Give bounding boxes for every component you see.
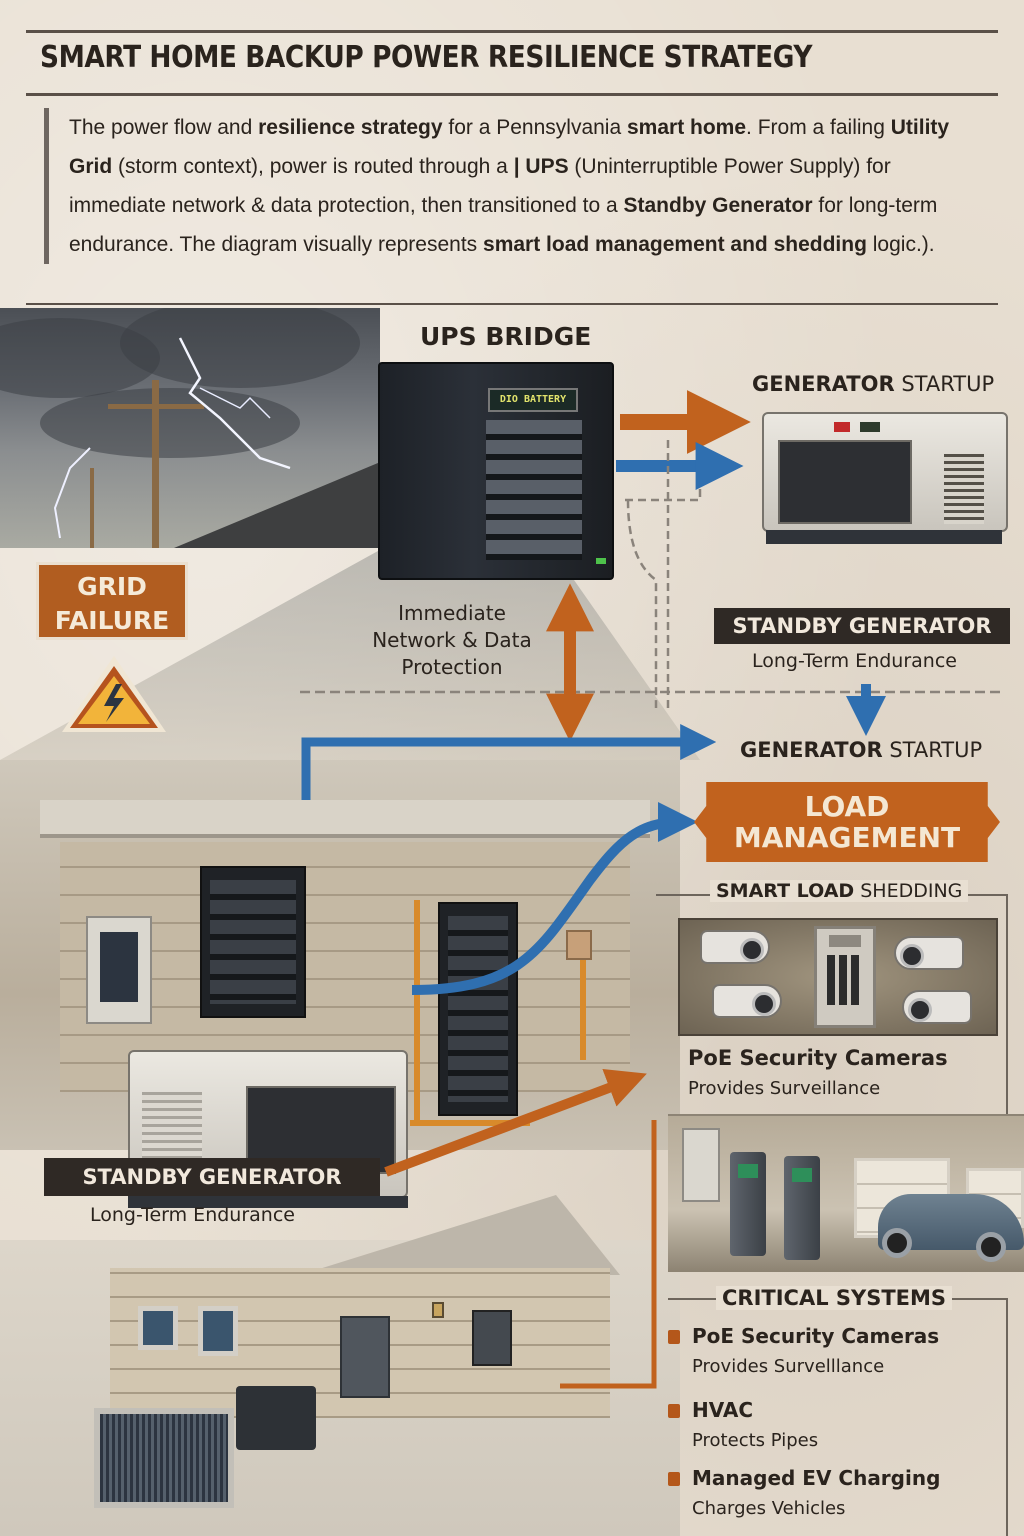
intro-text: (storm context), power is routed through…: [112, 155, 514, 178]
generator-base: [128, 1196, 408, 1208]
critical-systems-title: CRITICAL SYSTEMS: [716, 1286, 953, 1310]
generator-startup-label-top: GENERATOR STARTUP: [752, 372, 994, 396]
intro-emphasis: Standby Generator: [623, 194, 813, 217]
network-rack-right: [438, 902, 518, 1116]
lantern-icon: [432, 1302, 444, 1318]
intro-emphasis: resilience strategy: [258, 116, 443, 139]
generator-startup-bold: GENERATOR: [752, 372, 895, 396]
security-camera-icon: [700, 930, 770, 964]
ups-rack-slots: [486, 420, 582, 560]
intro-text: logic.).: [866, 233, 935, 256]
intro-divider: [26, 303, 998, 305]
intro-text: for a Pennsylvania: [442, 116, 627, 139]
ev-charger-icon: [730, 1152, 766, 1256]
meter-box: [472, 1310, 512, 1366]
load-management-line2: MANAGEMENT: [733, 821, 961, 854]
standby-generator-subtitle-right: Long-Term Endurance: [752, 650, 957, 672]
intro-emphasis: smart load management and shedding: [483, 233, 867, 256]
security-camera-icon: [902, 990, 972, 1024]
security-camera-icon: [894, 936, 964, 970]
critical-item-title: HVAC: [692, 1398, 754, 1422]
grid-failure-badge: GRID FAILURE: [36, 562, 188, 640]
bullet-icon: [668, 1330, 680, 1344]
intro-paragraph: The power flow and resilience strategy f…: [44, 108, 984, 264]
grid-failure-line2: FAILURE: [54, 606, 170, 635]
security-camera-icon: [712, 984, 782, 1018]
generator-startup-light: STARTUP: [882, 738, 983, 762]
top-rule: [26, 30, 998, 33]
title-underline: [26, 93, 998, 96]
smart-load-shedding-title: SMART LOAD SHEDDING: [710, 880, 969, 902]
page-title: SMART HOME BACKUP POWER RESILIENCE STRAT…: [40, 40, 813, 75]
shedding-light: SHEDDING: [854, 880, 963, 902]
conduit-pipe: [410, 1120, 530, 1126]
bullet-icon: [668, 1404, 680, 1418]
utility-pole: [152, 380, 159, 548]
standby-generator-illustration: [762, 412, 1008, 532]
grid-failure-line1: GRID: [77, 572, 147, 601]
intro-text: . From a failing: [746, 116, 891, 139]
load-management-line1: LOAD: [804, 790, 890, 823]
critical-item-title: Managed EV Charging: [692, 1466, 941, 1490]
car-wheel: [976, 1232, 1006, 1262]
intro-emphasis: | UPS: [513, 155, 569, 178]
lightning-icon: [53, 337, 291, 539]
intro-text: (Uninterruptible Power Supply) for immed…: [69, 155, 891, 217]
bullet-icon: [668, 1472, 680, 1486]
electrical-panel: [86, 916, 152, 1024]
storm-scene-illustration: [0, 308, 380, 548]
porch-roof: [40, 800, 650, 838]
car-wheel: [882, 1228, 912, 1258]
ups-caption-line: Network & Data: [372, 628, 532, 652]
junction-box: [566, 930, 592, 960]
critical-item-title: PoE Security Cameras: [692, 1324, 940, 1348]
network-rack-left: [200, 866, 306, 1018]
critical-item-subtitle: Charges Vehicles: [692, 1498, 846, 1519]
transfer-switch: [340, 1316, 390, 1398]
load-management-banner: LOAD MANAGEMENT: [694, 782, 1000, 862]
ups-caption-line: Protection: [401, 655, 503, 679]
ups-bridge-title: UPS BRIDGE: [420, 322, 592, 351]
shedding-item-title: PoE Security Cameras: [688, 1046, 948, 1070]
standby-generator-banner-right: STANDBY GENERATOR: [714, 608, 1010, 644]
standby-generator-subtitle-left: Long-Term Endurance: [90, 1204, 295, 1226]
dashed-connector: [625, 440, 702, 708]
wall-panel: [682, 1128, 720, 1202]
ev-charger-icon: [784, 1156, 820, 1260]
ups-caption: Immediate Network & Data Protection: [352, 600, 552, 681]
intro-text: The power flow and: [69, 116, 259, 139]
critical-item-subtitle: Protects Pipes: [692, 1430, 819, 1451]
conduit-pipe: [414, 900, 420, 1120]
intro-emphasis: Utility Grid: [69, 116, 950, 178]
shedding-bold: SMART LOAD: [716, 880, 855, 902]
window: [138, 1306, 178, 1350]
ups-status-led: [596, 558, 606, 564]
generator-startup-bold: GENERATOR: [740, 738, 883, 762]
generator-base: [766, 530, 1002, 544]
ups-display: DIO BATTERY: [488, 388, 578, 412]
hvac-unit: [94, 1408, 234, 1508]
poe-switch-panel: [814, 926, 876, 1028]
intro-emphasis: smart home: [626, 116, 747, 139]
intro-text: for long-term endurance. The diagram vis…: [69, 194, 938, 256]
critical-item-subtitle: Provides Survelllance: [692, 1356, 885, 1377]
engine-block: [236, 1386, 316, 1450]
generator-startup-label-mid: GENERATOR STARTUP: [740, 738, 982, 762]
generator-startup-light: STARTUP: [894, 372, 995, 396]
shedding-item-subtitle: Provides Surveillance: [688, 1078, 881, 1099]
ups-caption-line: Immediate: [398, 601, 506, 625]
high-voltage-warning-icon: [62, 656, 166, 732]
conduit-pipe: [580, 940, 586, 1060]
window: [198, 1306, 238, 1356]
standby-generator-banner-left: STANDBY GENERATOR: [44, 1158, 380, 1196]
